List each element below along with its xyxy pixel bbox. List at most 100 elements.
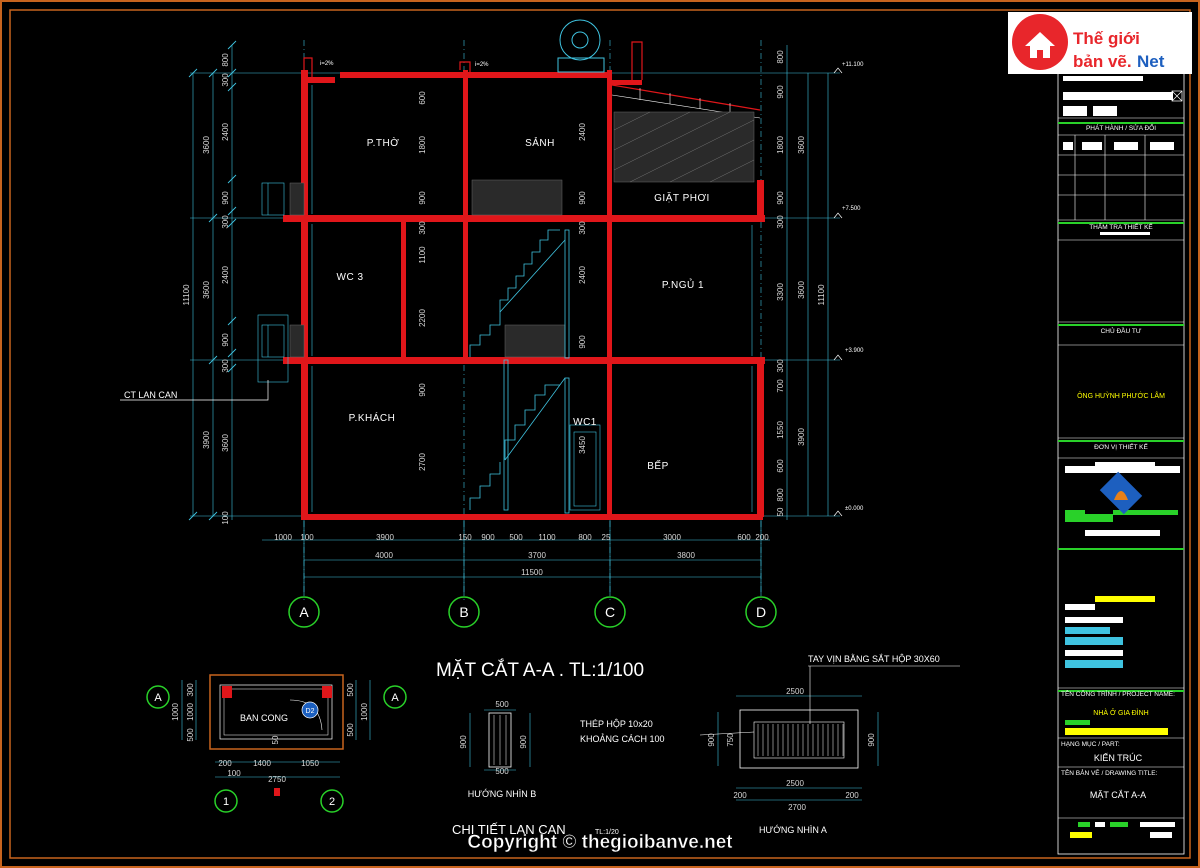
dim-right-5: 300 <box>776 215 785 229</box>
dim-right-10: 600 <box>776 459 785 473</box>
dim-left-12: 3900 <box>202 431 211 449</box>
logo-line-1: Thế giới <box>1073 29 1140 48</box>
dim-bottom-m3: 3800 <box>677 551 695 560</box>
dim-inner-a5: 1100 <box>418 246 427 264</box>
balcony-label: BAN CONG <box>240 713 288 723</box>
balcony-dim-b4: 100 <box>227 769 241 778</box>
dim-bottom-c8: 800 <box>578 533 592 542</box>
dim-bottom-total: 11500 <box>521 568 543 577</box>
dim-right-7: 300 <box>776 359 785 373</box>
room-label-wc1: WC1 <box>573 417 597 428</box>
dim-left-9: 3600 <box>202 136 211 154</box>
dim-right-9: 1550 <box>776 421 785 439</box>
section-title: MẶT CẮT A-A . TL:1/100 <box>436 659 644 681</box>
dim-inner-a6: 2200 <box>418 309 427 327</box>
dim-bottom-c9: 25 <box>602 533 611 542</box>
level-second: +3.900 <box>845 348 864 354</box>
dim-bottom-c6: 500 <box>509 533 523 542</box>
room-label-bep: BẾP <box>647 459 669 472</box>
slope-label-2: i=2% <box>475 62 489 68</box>
dim-left-8: 300 <box>221 359 230 373</box>
detail-a-note-2: THÉP HỘP 10x20 <box>580 719 653 729</box>
callout-lan-can: CT LAN CAN <box>124 390 177 400</box>
tb-part-header: HẠNG MỤC / PART: <box>1061 741 1120 748</box>
balcony-dim-r2: 1000 <box>360 703 369 721</box>
dim-inner-a4: 300 <box>418 221 427 235</box>
detail-a-note-1: TAY VỊN BẰNG SẮT HỘP 30X60 <box>808 654 940 664</box>
dim-bottom-c10: 3000 <box>663 533 681 542</box>
room-label-khach: P.KHÁCH <box>349 411 396 424</box>
dim-inner-b3: 300 <box>578 221 587 235</box>
dim-inner-a2: 1800 <box>418 136 427 154</box>
dim-bottom-c11: 600 <box>737 533 751 542</box>
dim-inner-b4: 2400 <box>578 266 587 284</box>
detail-a-note-3: KHOẢNG CÁCH 100 <box>580 733 665 744</box>
dim-bottom-c4: 150 <box>458 533 472 542</box>
detail-b-height-left: 900 <box>459 735 468 749</box>
axis-d: D <box>756 604 766 620</box>
detail-a-side-left: 200 <box>733 791 747 800</box>
dim-left-13: 100 <box>221 511 230 525</box>
dim-left-6: 2400 <box>221 266 230 284</box>
logo-line-3: Net <box>1137 52 1165 71</box>
dim-bottom-m2: 3700 <box>528 551 546 560</box>
balcony-dim-left-total: 1000 <box>171 703 180 721</box>
detail-b-width-bottom: 500 <box>495 767 509 776</box>
dim-inner-a7: 900 <box>418 383 427 397</box>
tb-drawing-header: TÊN BẢN VẼ / DRAWING TITLE: <box>1061 768 1158 777</box>
tb-owner-header: CHỦ ĐẦU TƯ <box>1101 325 1142 335</box>
dim-left-10: 3600 <box>202 281 211 299</box>
room-label-tho: P.THỜ <box>367 136 400 149</box>
dim-right-6: 3300 <box>776 283 785 301</box>
detail-b-height-right: 900 <box>519 735 528 749</box>
dim-left-4: 900 <box>221 191 230 205</box>
level-third: +7.500 <box>842 206 861 212</box>
dim-left-5: 300 <box>221 215 230 229</box>
balcony-plan: BAN CONG D2 A A 1 2 300 1000 500 1000 50… <box>146 674 407 813</box>
balcony-dim-bot: 500 <box>186 728 195 742</box>
detail-a-width-total: 2700 <box>788 803 806 812</box>
dim-inner-b1: 2400 <box>578 123 587 141</box>
dim-inner-a8: 2700 <box>418 453 427 471</box>
dim-right-11: 800 <box>776 488 785 502</box>
dim-bottom-m1: 4000 <box>375 551 393 560</box>
tb-project: NHÀ Ở GIA ĐÌNH <box>1093 708 1148 717</box>
dim-bottom-c1: 1000 <box>274 533 292 542</box>
dim-bottom-c7: 1100 <box>538 533 556 542</box>
tb-revision: PHÁT HÀNH / SỬA ĐỔI <box>1086 123 1156 132</box>
door-tag: D2 <box>306 708 315 715</box>
dim-left-1: 800 <box>221 53 230 67</box>
detail-a-height-right: 900 <box>867 733 876 747</box>
dim-left-7: 900 <box>221 333 230 347</box>
dim-left-total: 11100 <box>182 284 191 306</box>
dim-bottom-c12: 200 <box>755 533 769 542</box>
room-label-sanh: SẢNH <box>525 136 555 149</box>
inner-frame <box>9 9 1191 859</box>
railing-detail-a: TAY VỊN BẰNG SẮT HỘP 30X60 THÉP HỘP 10x2… <box>580 654 960 835</box>
dim-right-s2: 3600 <box>797 281 806 299</box>
dim-right-4: 900 <box>776 191 785 205</box>
dim-right-1: 800 <box>776 50 785 64</box>
detail-title: CHI TIẾT LAN CAN <box>452 822 566 837</box>
dim-inner-b6: 3450 <box>578 436 587 454</box>
balcony-dim-b3: 1050 <box>301 759 319 768</box>
detail-b-caption: HƯỚNG NHÌN B <box>468 789 536 799</box>
dim-right-s3: 3900 <box>797 428 806 446</box>
room-label-giat-phoi: GIẶT PHƠI <box>654 191 710 204</box>
level-ground: ±0.000 <box>845 506 864 512</box>
tb-check: THẨM TRA THIẾT KẾ <box>1089 221 1153 231</box>
balcony-dim-mid: 1000 <box>186 703 195 721</box>
title-block: Thế giới bản vẽ. Net <box>1008 12 1192 855</box>
dim-right-s1: 3600 <box>797 136 806 154</box>
balcony-dim-top: 300 <box>186 683 195 697</box>
dim-bottom-c2: 100 <box>300 533 314 542</box>
tb-owner: ÔNG HUỲNH PHƯỚC LÂM <box>1077 391 1165 400</box>
detail-a-width-mid: 2500 <box>786 779 804 788</box>
balcony-axis-a-left: A <box>154 692 162 704</box>
room-label-wc3: WC 3 <box>337 272 364 283</box>
balcony-dim-r1: 500 <box>346 683 355 697</box>
detail-a-width-top: 2500 <box>786 687 804 696</box>
axis-c: C <box>605 604 615 620</box>
